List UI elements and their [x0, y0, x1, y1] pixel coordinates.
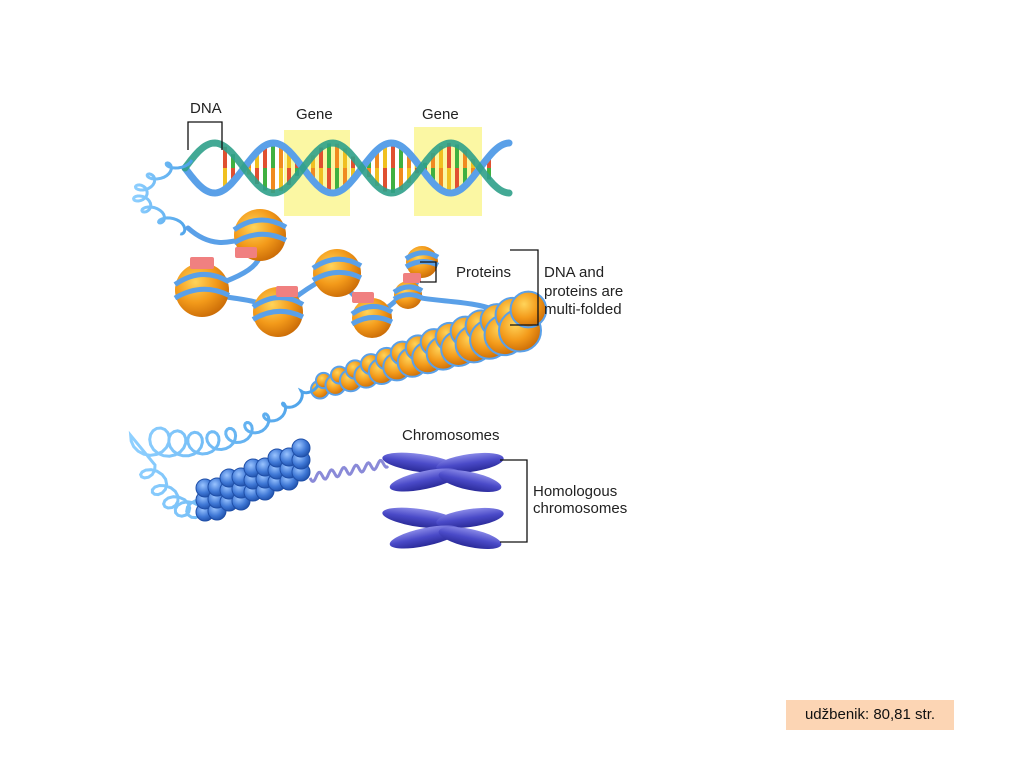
- textbook-reference-note: udžbenik: 80,81 str.: [786, 700, 954, 730]
- dna-helix-icon: [181, 139, 513, 197]
- nucleosome-icon: [251, 287, 305, 337]
- label-folded-3: multi-folded: [544, 301, 622, 318]
- chromatin-fibre: [310, 290, 548, 400]
- wrapped-dna: [311, 256, 363, 271]
- label-homologous-1: Homologous: [533, 483, 617, 500]
- label-folded-2: proteins are: [544, 283, 623, 300]
- wrapped-dna: [350, 304, 394, 317]
- chromatin-coil: [128, 384, 320, 520]
- dna-strand-b: [181, 139, 513, 197]
- nucleosome-icon: [311, 249, 363, 297]
- beads-on-string: [173, 209, 498, 338]
- label-chromosomes: Chromosomes: [402, 427, 500, 444]
- fibre-bead: [509, 290, 548, 329]
- label-proteins: Proteins: [456, 264, 511, 281]
- wrapped-dna: [251, 308, 305, 322]
- linker-protein: [235, 247, 257, 258]
- chromosome-icon: [382, 452, 504, 550]
- wrapped-dna: [311, 269, 363, 283]
- label-dna: DNA: [190, 100, 222, 117]
- nucleosome-icon: [173, 263, 231, 317]
- label-gene-1: Gene: [296, 106, 333, 123]
- base-pairs: [223, 143, 491, 193]
- dna-strand-a: [181, 139, 513, 197]
- wrapped-dna: [350, 315, 394, 327]
- label-folded-1: DNA and: [544, 264, 604, 281]
- wrapped-dna: [173, 286, 231, 301]
- folded-bracket: [510, 249, 539, 326]
- chromosome-lower: [382, 507, 504, 550]
- chromosome-upper: [382, 452, 504, 493]
- brackets: [187, 121, 539, 543]
- nucleosome-icon: [350, 298, 394, 338]
- wrapped-dna: [232, 217, 288, 232]
- nucleosome-icon: [392, 281, 424, 309]
- supercoil-bead: [291, 438, 311, 458]
- wrapped-dna: [392, 292, 424, 302]
- dna-bracket: [187, 121, 223, 150]
- supercoiled-chromatin: [195, 438, 311, 522]
- proteins-bracket: [420, 261, 437, 283]
- labels: DNA Gene Gene Proteins DNA and proteins …: [190, 100, 627, 517]
- linker-protein: [190, 257, 214, 269]
- wrapped-dna: [232, 231, 288, 245]
- label-homologous-2: chromosomes: [533, 500, 627, 517]
- linker-protein: [403, 273, 421, 283]
- wrapped-dna: [404, 250, 440, 261]
- linker-proteins: [190, 247, 421, 303]
- chromatin-coil-to-chromosome: [308, 458, 390, 484]
- label-gene-2: Gene: [422, 106, 459, 123]
- wrapped-dna: [392, 284, 424, 295]
- wrapped-dna: [251, 295, 305, 310]
- linker-protein: [276, 286, 298, 297]
- wrapped-dna: [173, 271, 231, 287]
- linker-protein: [352, 292, 374, 303]
- dna-coil: [132, 159, 194, 236]
- homologous-bracket: [500, 459, 528, 543]
